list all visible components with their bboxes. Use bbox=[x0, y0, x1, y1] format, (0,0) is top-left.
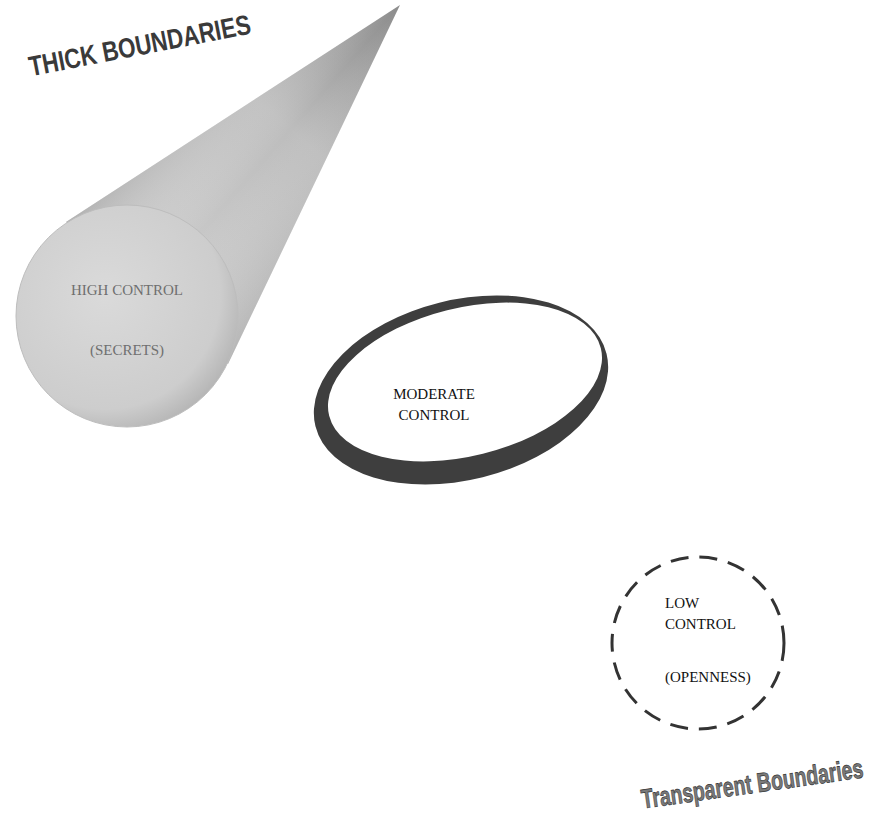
node-text: LOW CONTROL bbox=[665, 593, 750, 635]
circle-outline bbox=[16, 205, 238, 427]
transparent-boundaries-label: Transparent Boundaries bbox=[639, 753, 865, 815]
node-outline bbox=[15, 204, 239, 428]
dashed-outline bbox=[612, 557, 784, 729]
node-text: (OPENNESS) bbox=[665, 667, 760, 688]
moderate-control-ring: MODERATE CONTROL bbox=[305, 290, 617, 490]
node-text: HIGH CONTROL bbox=[67, 280, 187, 301]
node-outline bbox=[608, 553, 788, 733]
high-control-circle: HIGH CONTROL (SECRETS) bbox=[15, 204, 239, 428]
node-text: MODERATE CONTROL bbox=[374, 384, 494, 426]
ring-inner bbox=[311, 290, 617, 488]
node-text: (SECRETS) bbox=[67, 340, 187, 361]
low-control-dashed-circle: LOW CONTROL (OPENNESS) bbox=[608, 553, 788, 733]
ring-outer bbox=[305, 290, 617, 490]
thick-boundaries-label: THICK BOUNDARIES bbox=[26, 9, 253, 83]
